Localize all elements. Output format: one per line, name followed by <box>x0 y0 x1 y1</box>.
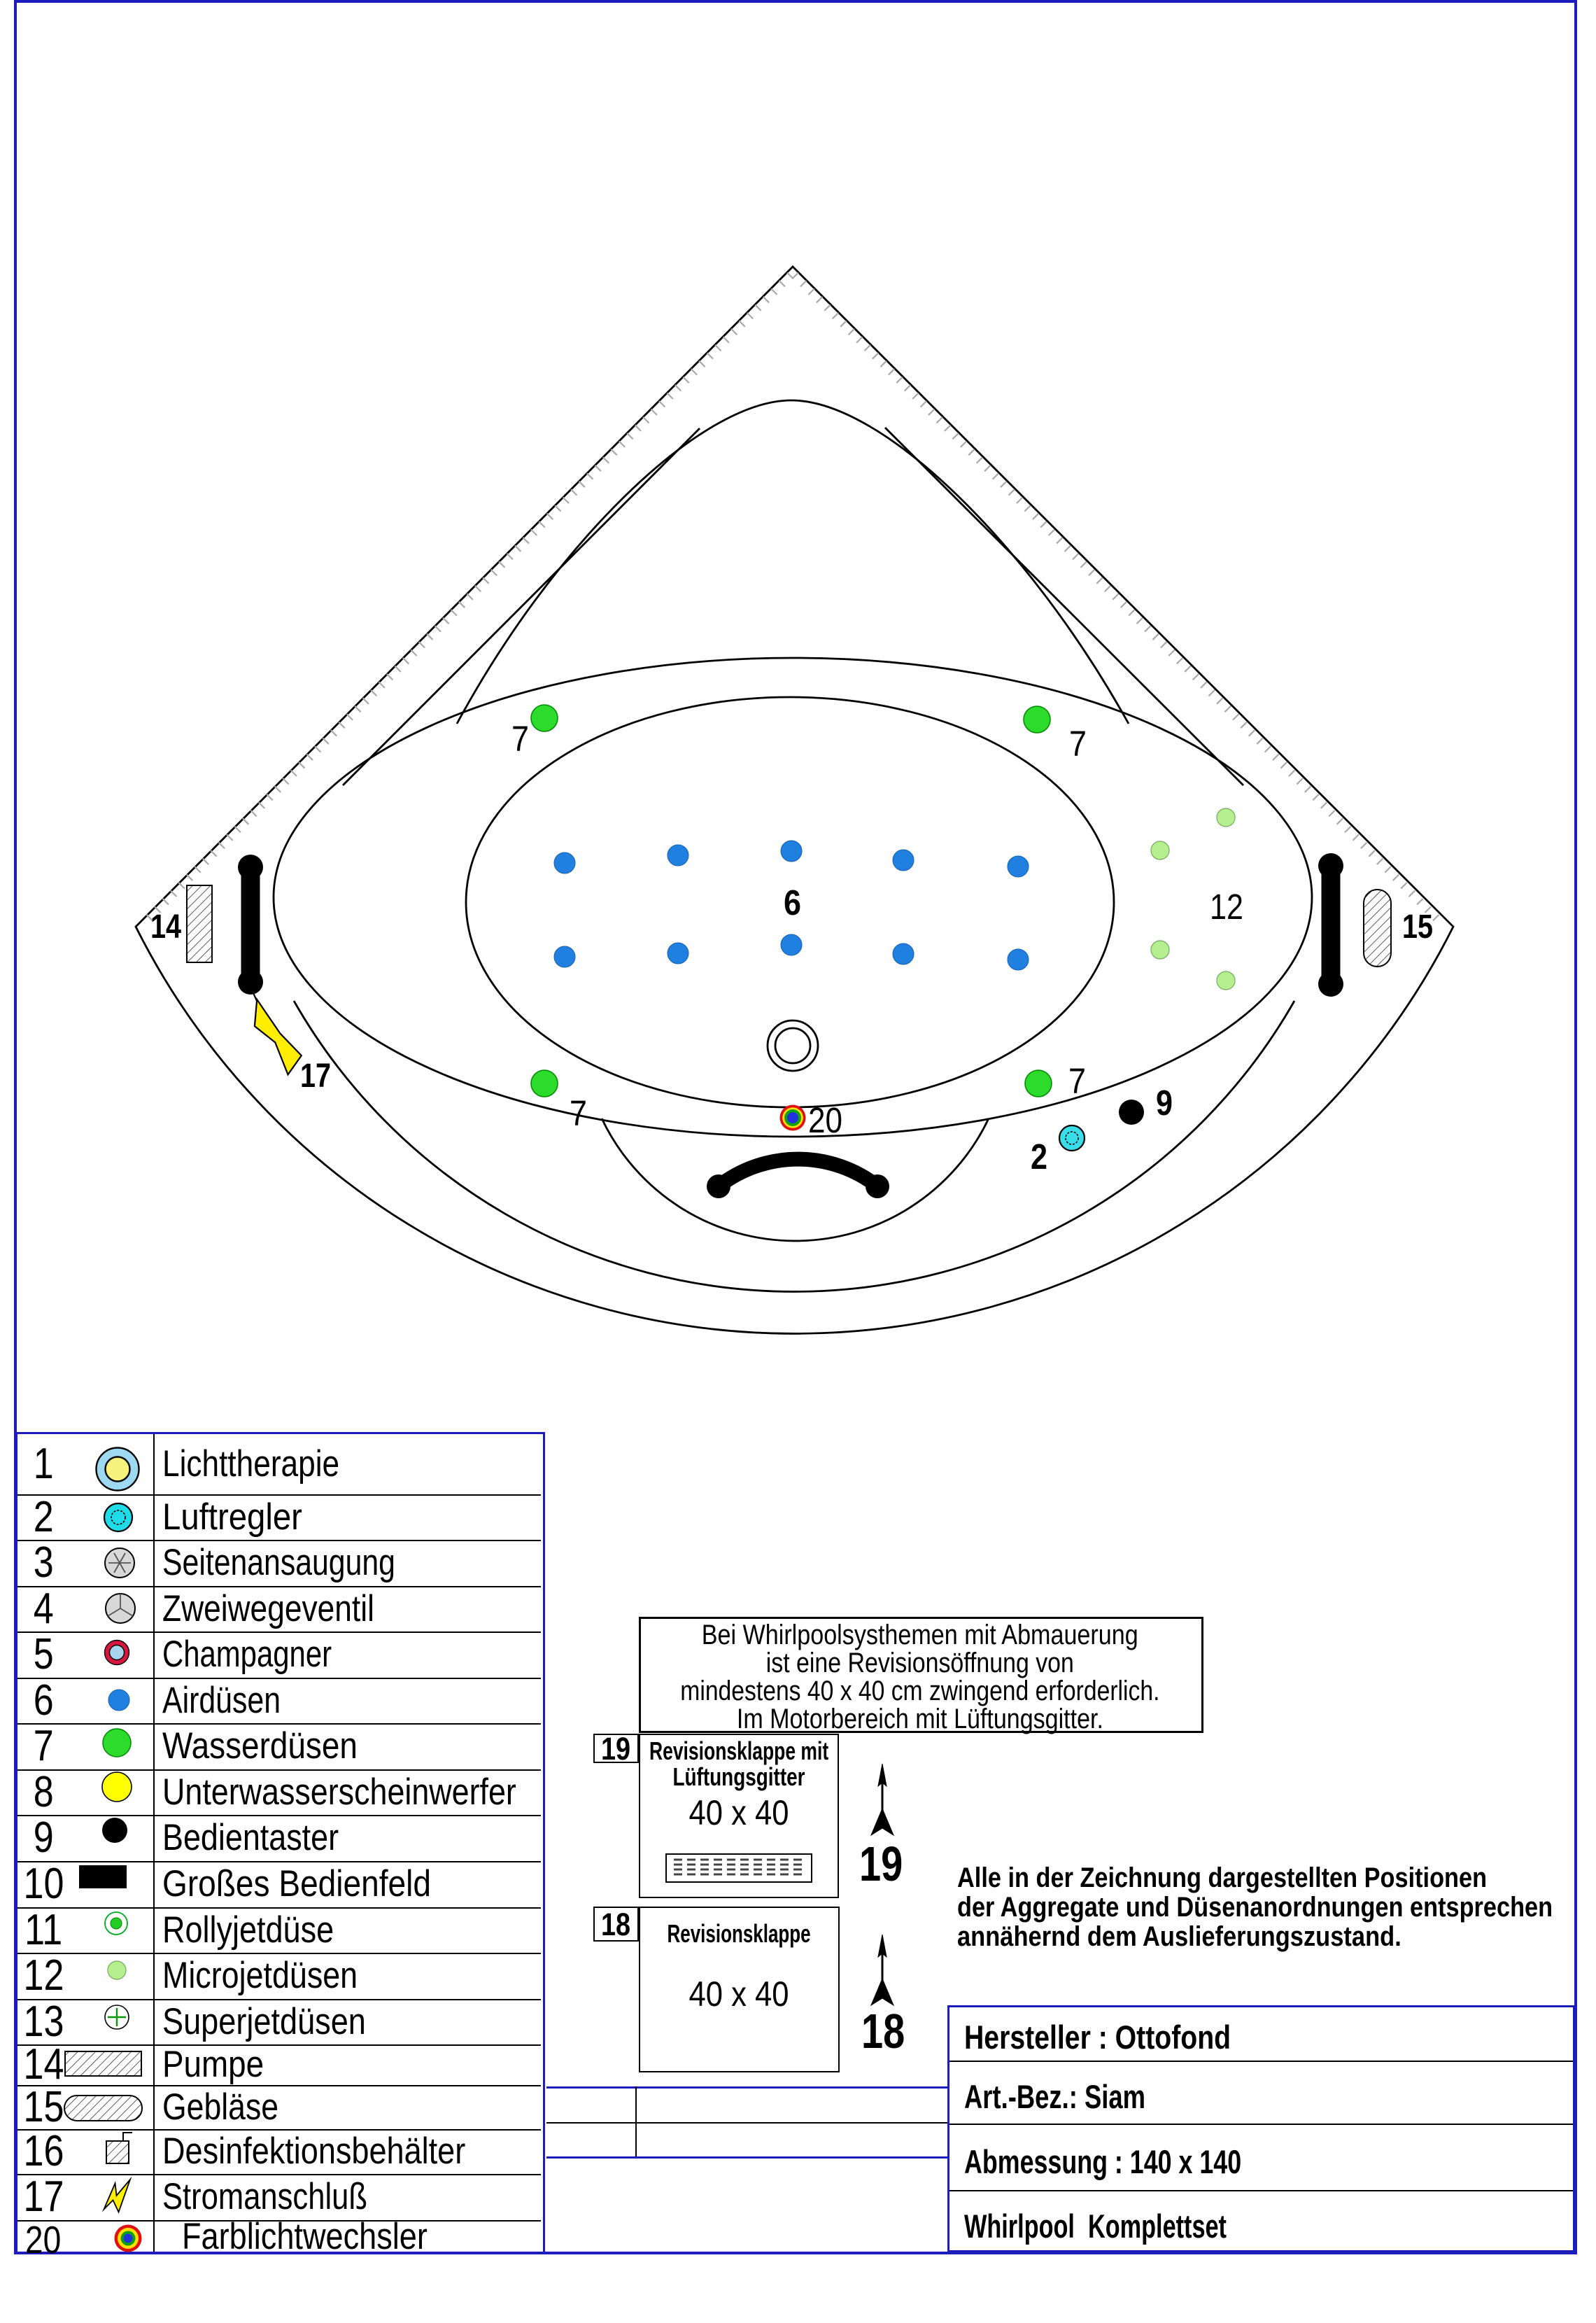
svg-text:6: 6 <box>784 883 801 922</box>
svg-text:15: 15 <box>1402 908 1433 946</box>
svg-text:7: 7 <box>511 719 529 759</box>
svg-text:7: 7 <box>1068 1061 1086 1101</box>
svg-text:7: 7 <box>570 1093 587 1133</box>
svg-text:7: 7 <box>1069 724 1087 764</box>
svg-text:12: 12 <box>1210 887 1243 927</box>
svg-text:20: 20 <box>808 1100 842 1140</box>
svg-text:14: 14 <box>150 908 181 946</box>
svg-text:2: 2 <box>1031 1137 1047 1177</box>
svg-text:9: 9 <box>1156 1083 1173 1123</box>
svg-text:17: 17 <box>300 1058 331 1095</box>
